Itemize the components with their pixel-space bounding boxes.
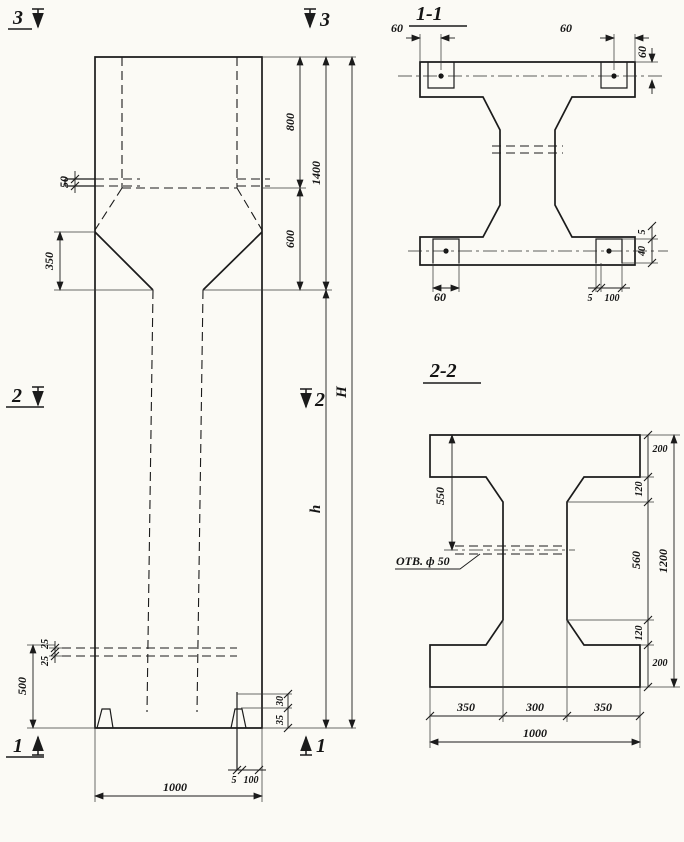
base-corner-left [97, 709, 113, 728]
section-1-1-plates [428, 62, 627, 263]
section-1-1-view: 1-1 60 60 60 60 5 100 5 40 [391, 3, 668, 304]
elevation-view: 50 350 800 600 1400 H h 25 25 500 30 35 … [6, 7, 356, 802]
dim-1200: 1200 [656, 549, 670, 573]
column-taper-lines [95, 232, 262, 290]
section-1-1-hole-lines [492, 146, 563, 153]
section-2-2-title: 2-2 [429, 360, 457, 382]
dim-60-bottom: 60 [434, 290, 446, 304]
hidden-corbel-lines [95, 179, 270, 186]
dim-300: 300 [525, 700, 544, 714]
section-2-2-dim-ticks [426, 431, 652, 720]
section-mark-line [6, 755, 44, 757]
dim-40-right: 40 [637, 246, 648, 257]
dim-taper-height: 350 [42, 252, 56, 271]
section-mark-label: 2 [314, 389, 325, 411]
section-mark-1-right: 1 [300, 735, 326, 757]
dim-base-height: 500 [15, 677, 29, 695]
section-1-1-centerlines [398, 76, 668, 251]
dim-base-detail-b: 35 [275, 715, 286, 726]
section-1-1-extension-lines [420, 34, 658, 292]
section-1-1-dim-ticks [592, 222, 656, 292]
dim-60-right: 60 [635, 46, 649, 58]
section-mark-label: 3 [319, 9, 330, 31]
section-mark-1-left: 1 [6, 735, 44, 757]
dim-hole-offset-a: 25 [40, 639, 51, 650]
section-1-1-outline [420, 62, 635, 265]
hole-label: ОТВ. ф 50 [396, 554, 450, 568]
dim-top-segment: 1400 [309, 161, 323, 185]
dim-corbel-height: 50 [57, 176, 71, 188]
dim-200-bottom: 200 [652, 658, 668, 669]
section-1-1-title: 1-1 [416, 3, 443, 25]
dim-pocket-depth: 800 [283, 113, 297, 131]
dim-60-top-left: 60 [391, 21, 403, 35]
anchor-dot-top-right [611, 73, 617, 79]
hidden-hole-lines [62, 648, 237, 656]
dim-100-bottom: 100 [605, 293, 620, 304]
hole-label-leader [395, 554, 480, 569]
section-mark-label: 1 [316, 735, 326, 757]
dim-plate-gap: 5 [232, 775, 237, 786]
section-mark-3-right: 3 [304, 9, 330, 31]
corbel-left [65, 179, 95, 186]
section-mark-label: 3 [12, 7, 23, 29]
section-2-2-hole-lines [455, 546, 567, 554]
section-2-2-outline [430, 435, 640, 687]
elevation-extension-lines [27, 57, 356, 802]
dim-base-detail-a: 30 [275, 696, 286, 707]
dim-transition: 600 [283, 230, 297, 248]
hidden-pocket-lines [95, 57, 262, 230]
section-mark-2-right: 2 [300, 389, 325, 411]
dim-560: 560 [629, 551, 643, 569]
section-mark-label: 2 [11, 385, 22, 407]
dim-hole-offset-b: 25 [40, 656, 51, 667]
hidden-web-lines [147, 290, 203, 712]
dim-120-top: 120 [634, 482, 645, 497]
dim-350-right: 350 [593, 700, 612, 714]
dim-5-bottom: 5 [588, 293, 593, 304]
section-2-2-view: 2-2 ОТВ. ф 50 550 200 120 560 120 200 12… [395, 360, 680, 748]
dim-60-top-right: 60 [560, 21, 572, 35]
base-corner-right [231, 709, 246, 728]
dim-column-width: 1000 [163, 780, 187, 794]
dim-5-right: 5 [637, 230, 648, 235]
dim-200-top: 200 [652, 444, 668, 455]
section-mark-label: 1 [13, 735, 23, 757]
dim-shaft-height: h [308, 505, 324, 513]
dim-550: 550 [433, 487, 447, 505]
section-mark-2-left: 2 [6, 385, 44, 407]
dim-350-left: 350 [456, 700, 475, 714]
dim-1000-bottom: 1000 [523, 726, 547, 740]
section-2-2-extension-lines [430, 435, 680, 748]
dim-120-bottom: 120 [634, 626, 645, 641]
elevation-dim-ticks [51, 175, 292, 774]
section-mark-3-left: 3 [8, 7, 44, 29]
dim-plate-width: 100 [244, 775, 259, 786]
dim-overall-height: H [334, 385, 350, 399]
